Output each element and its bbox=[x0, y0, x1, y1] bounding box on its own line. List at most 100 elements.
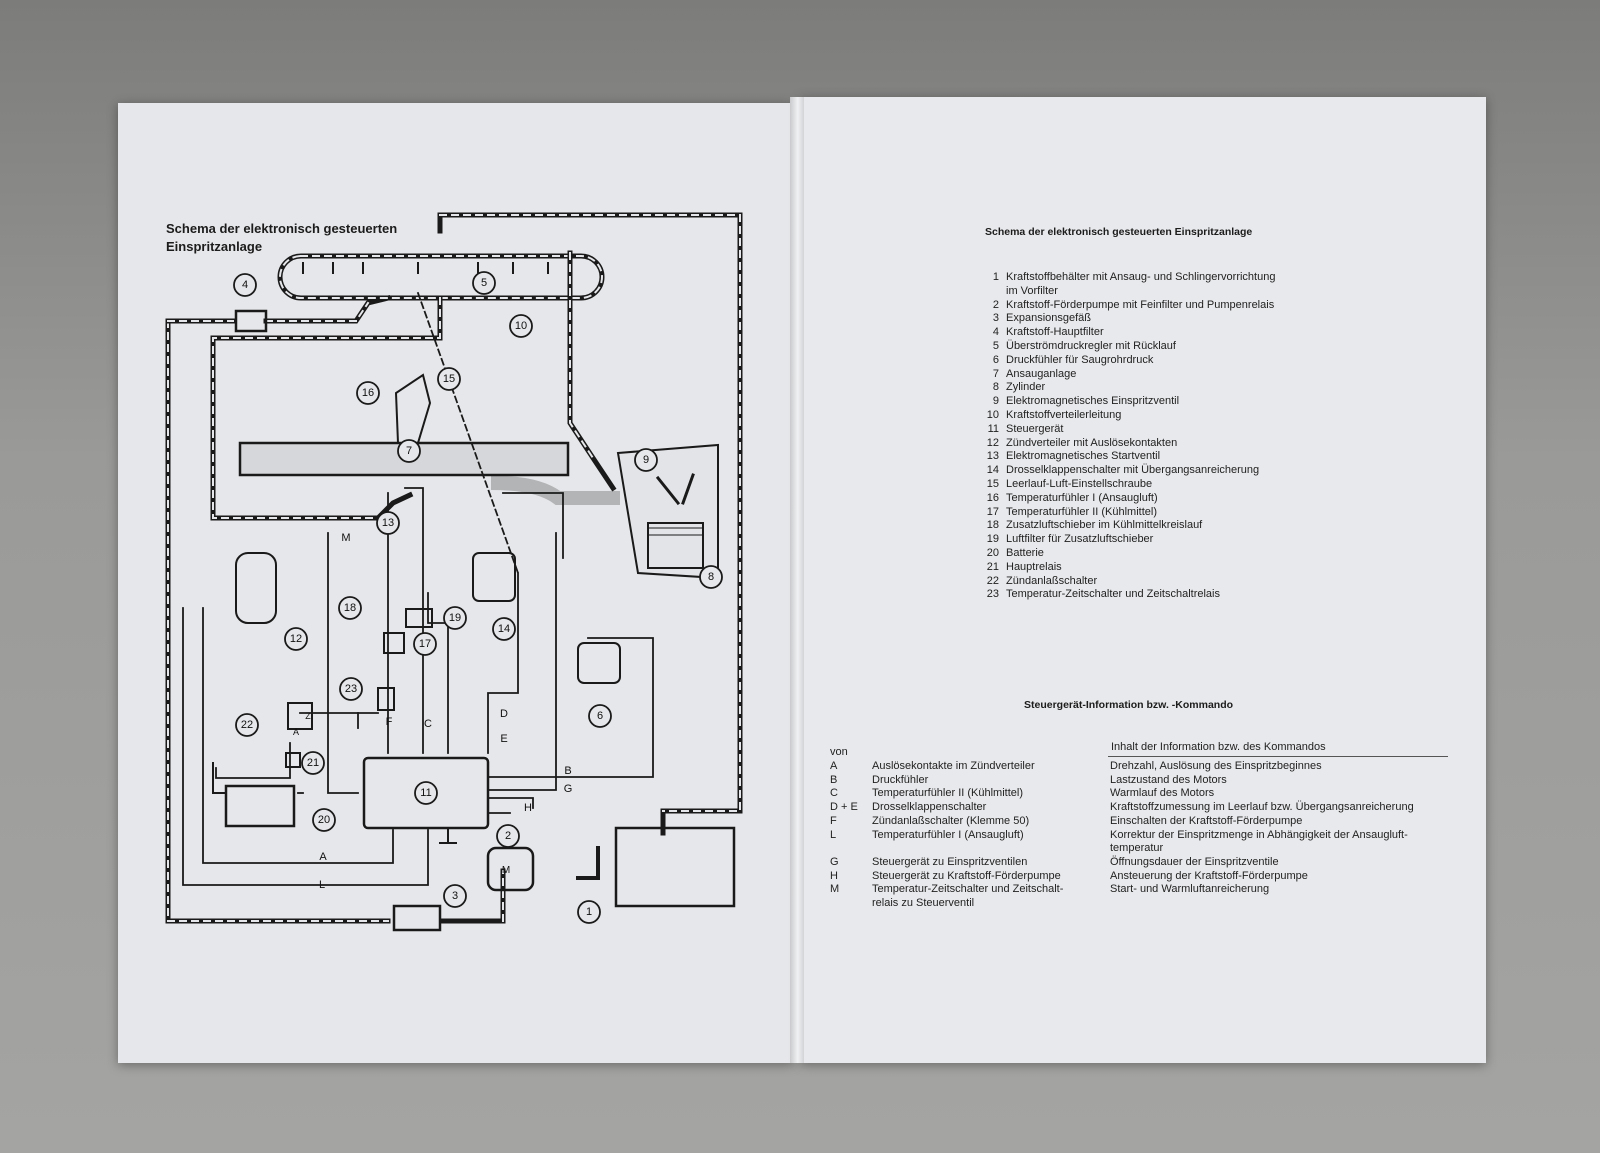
item-text: Expansionsgefäß bbox=[1006, 312, 1091, 325]
line-label-b: B bbox=[564, 765, 571, 777]
item-text: Temperaturfühler II (Kühlmittel) bbox=[1006, 505, 1157, 518]
line-label-a: A bbox=[319, 851, 327, 863]
item-number: 23 bbox=[986, 588, 999, 601]
row-content: Lastzustand des Motors bbox=[1110, 773, 1227, 786]
item-number: 15 bbox=[986, 477, 999, 490]
line-label-c: C bbox=[424, 718, 432, 730]
callout-label-19: 19 bbox=[449, 612, 461, 624]
row-code: D + E bbox=[830, 801, 858, 814]
control-unit-box bbox=[362, 756, 490, 830]
row-from: Drosselklappenschalter bbox=[872, 801, 987, 814]
callout-label-14: 14 bbox=[498, 623, 510, 635]
item-text: im Vorfilter bbox=[1006, 284, 1058, 297]
row-content: Drehzahl, Auslösung des Einspritzbeginne… bbox=[1110, 760, 1322, 772]
component-list-title: Schema der elektronisch gesteuerten Eins… bbox=[985, 226, 1253, 238]
pressure-sensor-box bbox=[577, 642, 621, 684]
switch-label-z: Z bbox=[305, 711, 311, 721]
item-text: Luftfilter für Zusatzluftschieber bbox=[1006, 533, 1154, 546]
item-number: 8 bbox=[992, 381, 999, 394]
item-number: 16 bbox=[986, 491, 999, 504]
callout-13 bbox=[376, 511, 400, 535]
table-header-from: von bbox=[830, 746, 848, 758]
item-number: 5 bbox=[992, 339, 999, 352]
diagram-title-line2: Einspritzanlage bbox=[166, 239, 263, 254]
throttle-switch-box bbox=[472, 552, 516, 602]
item-text: Temperaturfühler I (Ansaugluft) bbox=[1006, 491, 1158, 504]
callout-label-3: 3 bbox=[452, 890, 458, 902]
row-content: Warmlauf des Motors bbox=[1110, 787, 1215, 800]
line-label-d: D bbox=[500, 708, 508, 720]
callout-16 bbox=[356, 381, 380, 405]
callout-label-16: 16 bbox=[362, 387, 374, 399]
row-from: Temperaturfühler II (Kühlmittel) bbox=[872, 787, 1023, 800]
callout-label-4: 4 bbox=[242, 279, 248, 291]
battery-box bbox=[224, 784, 296, 828]
list-item: 5 Überströmdruckregler mit Rücklauf bbox=[975, 340, 1335, 354]
item-number: 21 bbox=[986, 560, 999, 573]
row-content: Ansteuerung der Kraftstoff-Förderpumpe bbox=[1110, 869, 1308, 882]
callout-14 bbox=[492, 617, 516, 641]
row-code: B bbox=[830, 773, 838, 786]
item-text: Steuergerät bbox=[1006, 422, 1064, 435]
callout-label-10: 10 bbox=[515, 320, 527, 332]
line-label-l: L bbox=[319, 879, 325, 891]
signal-lines bbox=[182, 291, 654, 886]
fuel-line-outer bbox=[165, 212, 743, 924]
row-content: Einschalten der Kraftstoff-Förderpumpe bbox=[1110, 814, 1303, 827]
line-label-m: M bbox=[341, 532, 350, 544]
item-number: 20 bbox=[986, 546, 999, 559]
callout-12 bbox=[284, 627, 308, 651]
callout-label-21: 21 bbox=[307, 757, 319, 769]
item-number: 4 bbox=[992, 326, 999, 339]
row-content: temperatur bbox=[1110, 842, 1164, 855]
item-text: Überströmdruckregler mit Rücklauf bbox=[1006, 339, 1176, 352]
callout-label-7: 7 bbox=[406, 445, 412, 457]
callout-8 bbox=[699, 565, 723, 589]
callout-15 bbox=[437, 367, 461, 391]
item-number: 9 bbox=[992, 395, 999, 408]
callout-label-20: 20 bbox=[318, 814, 330, 826]
callout-label-12: 12 bbox=[290, 633, 302, 645]
item-text: Batterie bbox=[1006, 546, 1044, 559]
callout-11 bbox=[414, 781, 438, 805]
distributor-box bbox=[235, 552, 277, 624]
callout-18 bbox=[338, 596, 362, 620]
item-text: Druckfühler für Saugrohrdruck bbox=[1006, 353, 1154, 366]
fuel-rail-ring bbox=[277, 253, 605, 301]
diagram-title-line1: Schema der elektronisch gesteuerten bbox=[166, 221, 398, 236]
air-filter-box bbox=[405, 608, 433, 628]
callout-20 bbox=[312, 808, 336, 832]
item-text: Drosselklappenschalter mit Übergangsanre… bbox=[1006, 464, 1260, 477]
line-label-f: F bbox=[386, 716, 393, 728]
item-text: Zusatzluftschieber im Kühlmittelkreislau… bbox=[1006, 519, 1203, 532]
list-item: im Vorfilter bbox=[975, 285, 1335, 299]
item-text: Leerlauf-Luft-Einstellschraube bbox=[1006, 477, 1153, 490]
item-text: Elektromagnetisches Startventil bbox=[1006, 450, 1161, 463]
row-from: Druckfühler bbox=[872, 773, 929, 786]
callout-label-17: 17 bbox=[419, 638, 431, 650]
callout-label-18: 18 bbox=[344, 602, 356, 614]
callout-19 bbox=[443, 606, 467, 630]
item-text: Zündverteiler mit Auslösekontakten bbox=[1006, 436, 1178, 449]
callout-label-15: 15 bbox=[443, 373, 455, 385]
table-row: relais zu Steuerventil bbox=[830, 897, 1450, 911]
row-from: Auslösekontakte im Zündverteiler bbox=[872, 760, 1035, 772]
row-code: L bbox=[830, 828, 837, 841]
diagram-title: Schema der elektronisch gesteuerten Eins… bbox=[166, 220, 426, 256]
callout-6 bbox=[588, 704, 612, 728]
list-item: 20 Batterie bbox=[975, 547, 1335, 561]
fuel-pump-box bbox=[486, 846, 535, 892]
callout-1 bbox=[577, 900, 601, 924]
